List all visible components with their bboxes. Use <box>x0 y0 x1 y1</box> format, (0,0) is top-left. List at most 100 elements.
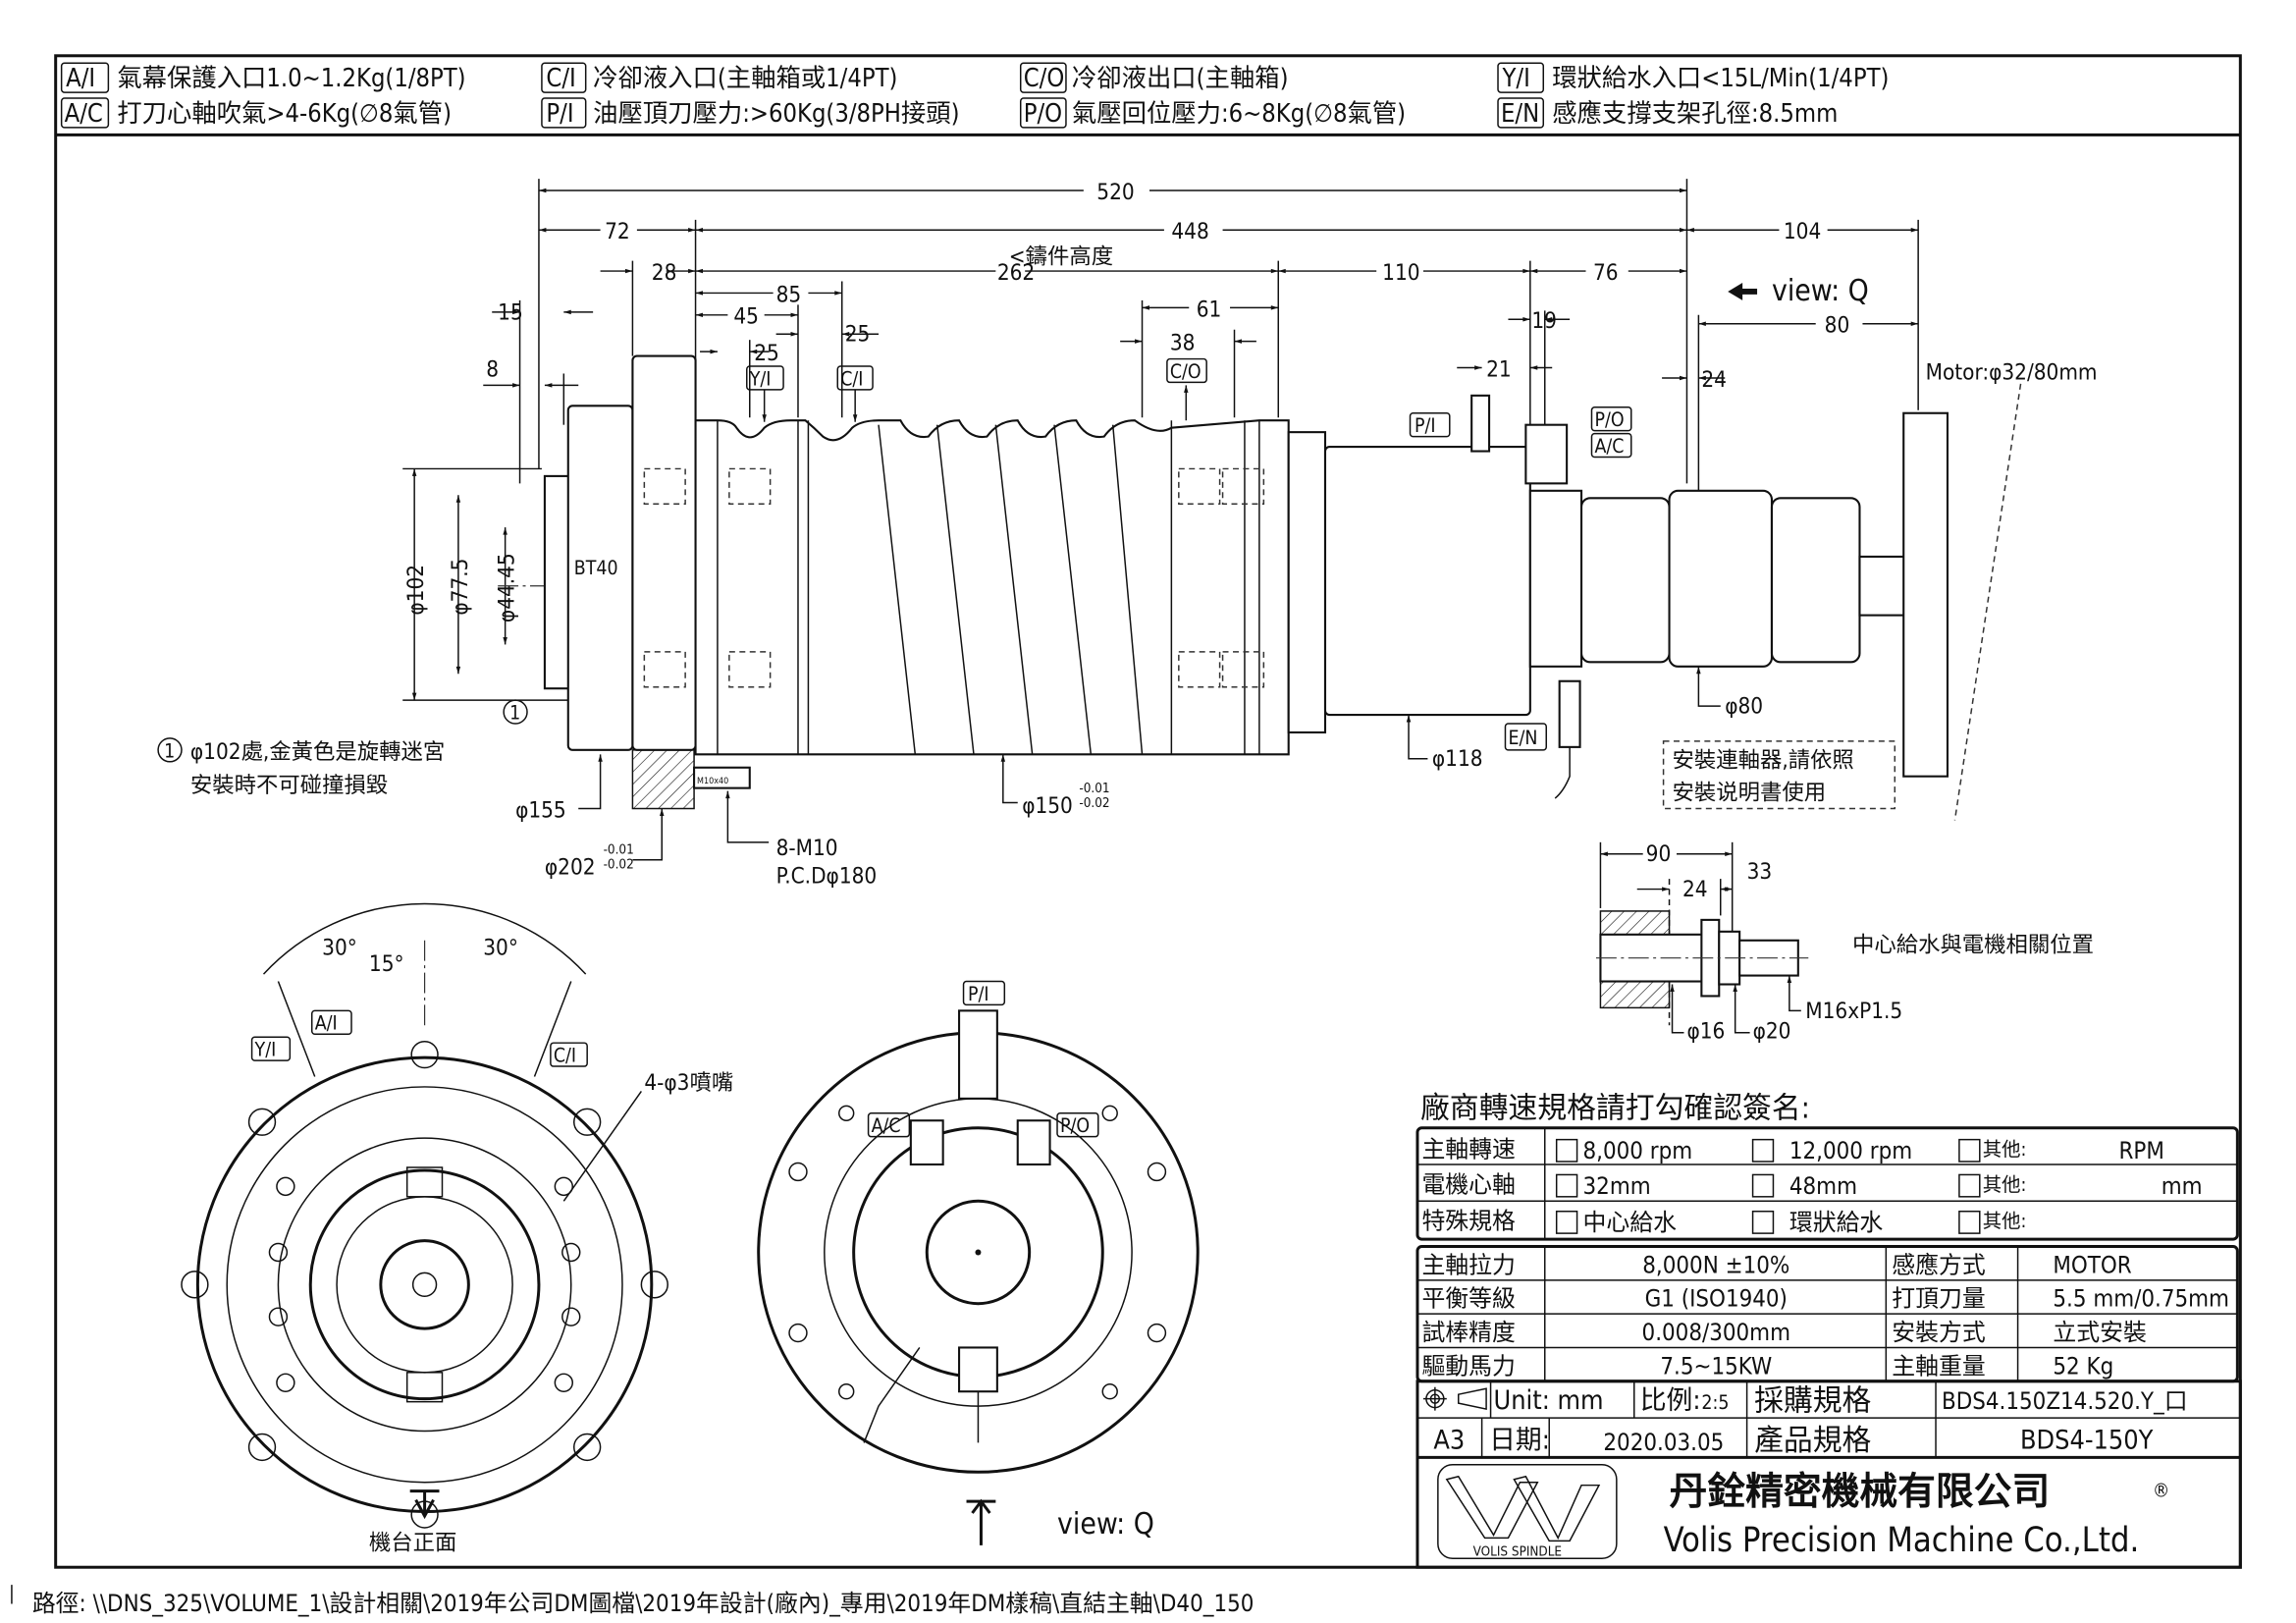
check-row-speed: 主軸轉速 8,000 rpm 12,000 rpm 其他: RPM <box>1421 1136 2163 1164</box>
spec-row: 驅動馬力 7.5~15KW 主軸重量 52 Kg <box>1421 1352 2113 1380</box>
option-label: 12,000 rpm <box>1789 1137 1912 1164</box>
checkbox[interactable] <box>1751 1210 1775 1234</box>
dim-448: 448 <box>1171 219 1208 244</box>
bolt-label: M10x40 <box>697 777 728 786</box>
checkbox[interactable] <box>1751 1173 1775 1198</box>
dim-33: 33 <box>1747 859 1773 885</box>
spec-value: 52 Kg <box>2053 1352 2113 1380</box>
product-spec-value: BDS4-150Y <box>2020 1425 2154 1455</box>
dim-phi150: φ150 <box>1022 793 1073 819</box>
note-marker-icon <box>157 737 183 763</box>
tag-en: E/N <box>1508 727 1537 749</box>
tag-po: P/O <box>1060 1114 1090 1137</box>
checkbox[interactable] <box>1751 1138 1775 1163</box>
note-marker-icon <box>503 699 528 725</box>
mounting-flange <box>631 354 697 751</box>
checkbox[interactable] <box>1958 1210 1981 1234</box>
dim-phi44-45: φ44.45 <box>495 553 520 622</box>
volis-logo: VOLIS SPINDLE <box>1437 1464 1618 1559</box>
checkbox[interactable] <box>1555 1138 1578 1163</box>
coupling-left <box>1580 497 1671 664</box>
tag-ac: A/C <box>1594 435 1624 458</box>
dim-phi102: φ102 <box>403 565 429 616</box>
rear-bolt-holes <box>788 1105 1167 1400</box>
tag-yi: Y/I <box>254 1039 277 1061</box>
sensor-cable <box>863 1347 980 1443</box>
machine-front-label: 機台正面 <box>369 1530 456 1555</box>
scale-label: 比例: <box>1640 1385 1701 1416</box>
coupling-note-box <box>1662 740 1896 810</box>
dim-phi20: φ20 <box>1753 1019 1791 1045</box>
company-name-cn: 丹銓精密機械有限公司 <box>1670 1470 2051 1514</box>
spec-heading: 廠商轉速規格請打勾確認簽名: <box>1420 1091 1810 1125</box>
front-view: 30° 15° 30° Y/I A/I C/I 4-φ3噴嘴 機台正面 <box>181 902 733 1555</box>
checkbox[interactable] <box>1958 1173 1981 1198</box>
spec-label: 驅動馬力 <box>1421 1352 1515 1380</box>
sheet-size: A3 <box>1433 1425 1465 1455</box>
dim-72: 72 <box>605 219 630 244</box>
view-q-label: view: Q <box>1057 1507 1154 1542</box>
side-view: 520 72 448 104 28 262 <鑄件高度 110 76 15 8 … <box>157 179 2098 890</box>
dim-25: 25 <box>845 322 871 348</box>
legend-text: 冷卻液入口(主軸箱或1/4PT) <box>593 63 897 92</box>
check-row-special: 特殊規格 中心給水 環狀給水 其他: <box>1421 1208 2026 1236</box>
spec-label: 主軸重量 <box>1892 1352 1985 1380</box>
coupling-right <box>1770 497 1861 664</box>
dim-90: 90 <box>1646 841 1672 867</box>
spec-table: 廠商轉速規格請打勾確認簽名: 主軸轉速 8,000 rpm 12,000 rpm… <box>1415 1091 2239 1383</box>
tag-label: A/I <box>66 63 95 92</box>
dim-phi118: φ118 <box>1432 746 1483 772</box>
tolerance-lower: -0.02 <box>604 858 634 873</box>
spec-row: 主軸拉力 8,000N ±10% 感應方式 MOTOR <box>1421 1251 2131 1278</box>
unit-label: RPM <box>2119 1137 2164 1164</box>
spec-label: 主軸拉力 <box>1421 1251 1515 1278</box>
purchase-spec-label: 採購規格 <box>1754 1384 1871 1419</box>
dimension-labels: 520 72 448 104 28 262 <鑄件高度 110 76 15 8 … <box>403 180 1849 622</box>
spec-label: 平衡等級 <box>1421 1285 1515 1313</box>
legend-text: 氣壓回位壓力:6~8Kg(∅8氣管) <box>1072 98 1406 128</box>
date-value: 2020.03.05 <box>1603 1429 1724 1456</box>
tag-label: E/N <box>1501 98 1539 128</box>
motor-label: Motor:φ32/80mm <box>1926 359 2098 385</box>
tag-ai: A/I <box>315 1012 338 1035</box>
registered-mark: ® <box>2153 1480 2169 1502</box>
spec-value: 0.008/300mm <box>1642 1319 1790 1346</box>
legend-text: 環狀給水入口<15L/Min(1/4PT) <box>1552 63 1889 92</box>
legend-text: 冷卻液出口(主軸箱) <box>1072 63 1289 92</box>
dim-15: 15 <box>498 299 523 325</box>
pi-fitting <box>958 1009 998 1100</box>
tag-co: C/O <box>1170 360 1201 383</box>
spec-value: 7.5~15KW <box>1660 1352 1772 1380</box>
spec-value: 8,000N ±10% <box>1642 1251 1789 1278</box>
bolt-circle-holes <box>181 1040 668 1529</box>
tag-label: C/O <box>1024 63 1065 92</box>
date-label: 日期: <box>1489 1425 1550 1455</box>
spec-row: 試棒精度 0.008/300mm 安裝方式 立式安裝 <box>1421 1319 2147 1346</box>
extension-lines <box>518 179 1919 491</box>
tolerance-lower: -0.02 <box>1079 796 1109 811</box>
spec-row: 平衡等級 G1 (ISO1940) 打頂刀量 5.5 mm/0.75mm <box>1421 1285 2229 1313</box>
housing-grooves <box>717 420 1260 755</box>
spec-label: 感應方式 <box>1892 1251 1986 1278</box>
option-label: 32mm <box>1583 1172 1651 1200</box>
checkbox[interactable] <box>1958 1138 1981 1163</box>
checkbox[interactable] <box>1555 1210 1578 1234</box>
file-path: 路徑: \\DNS_325\VOLUME_1\設計相關\2019年公司DM圖檔\… <box>32 1590 1255 1617</box>
option-label: 環狀給水 <box>1789 1209 1884 1236</box>
tag-label: C/I <box>546 63 575 92</box>
coupling-note: 安裝说明書使用 <box>1673 781 1827 806</box>
dim-85: 85 <box>776 282 802 307</box>
dim-104: 104 <box>1784 219 1821 244</box>
pi-fitting <box>1470 394 1491 453</box>
dim-phi80: φ80 <box>1725 694 1763 720</box>
po-fitting <box>1016 1119 1051 1166</box>
note-text: φ102處,金黃色是旋轉迷宮 <box>190 739 445 765</box>
projection-symbol-icon <box>1422 1386 1487 1411</box>
note-marker-number: 1 <box>509 702 520 725</box>
row-label: 電機心軸 <box>1421 1170 1515 1198</box>
checkbox[interactable] <box>1555 1173 1578 1198</box>
ac-fitting <box>909 1119 944 1166</box>
